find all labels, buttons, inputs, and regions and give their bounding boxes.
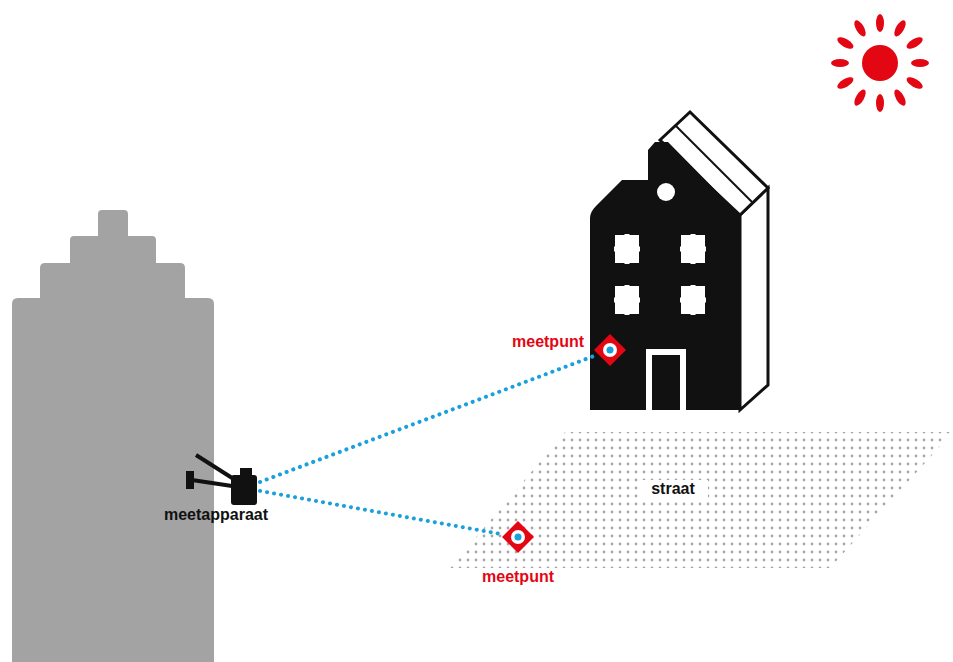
measuring-device: meetapparaat: [228, 472, 260, 504]
sun-ray: [876, 94, 884, 112]
measurement-beam: [260, 356, 593, 482]
node-label: meetapparaat: [146, 506, 286, 524]
node-outline: [228, 472, 260, 504]
sun-ray: [836, 35, 856, 51]
sun-ray: [892, 19, 908, 39]
sun-ray: [905, 75, 925, 91]
node-outline: [593, 333, 627, 367]
sun-ray: [852, 19, 868, 39]
gable-building: [12, 210, 214, 662]
street-area: [450, 432, 953, 568]
marker-ring: [511, 530, 525, 544]
sun-ray: [911, 59, 929, 67]
node-label: meetpunt: [458, 568, 578, 586]
node-outline: [501, 520, 535, 554]
node-label: straat: [638, 480, 708, 498]
marker-ring: [603, 343, 617, 357]
marker-diamond: [502, 521, 534, 553]
sun-ray: [831, 59, 849, 67]
sun-ray: [905, 35, 925, 51]
canal-house: [590, 112, 768, 410]
sun-ray: [876, 14, 884, 32]
measurement-point: meetpunt: [501, 520, 535, 554]
device-hitbox: [228, 472, 260, 504]
marker-dot: [515, 534, 522, 541]
marker-dot: [607, 347, 614, 354]
marker-diamond: [594, 334, 626, 366]
sun: [831, 14, 929, 112]
sun-ray: [852, 88, 868, 108]
measurement-beam: [260, 491, 501, 534]
node-label: meetpunt: [468, 333, 584, 351]
sun-ray: [836, 75, 856, 91]
measurement-point: meetpunt: [593, 333, 627, 367]
sun-ray: [892, 88, 908, 108]
measuring-device: [186, 455, 257, 505]
